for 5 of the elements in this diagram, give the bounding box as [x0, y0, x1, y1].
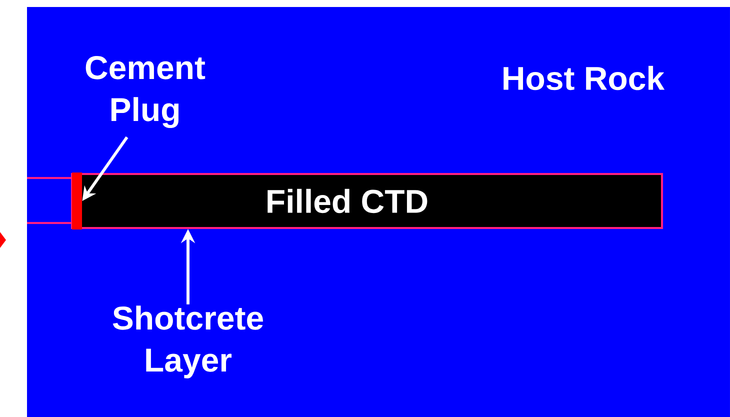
cement-plug	[72, 172, 82, 230]
region-label: Host Rock	[504, 66, 665, 90]
tunnel-box: Filled CTD	[71, 173, 663, 229]
callout-label: Shotcrete Layer	[112, 306, 263, 378]
callout-label: Cement Plug	[86, 56, 206, 128]
